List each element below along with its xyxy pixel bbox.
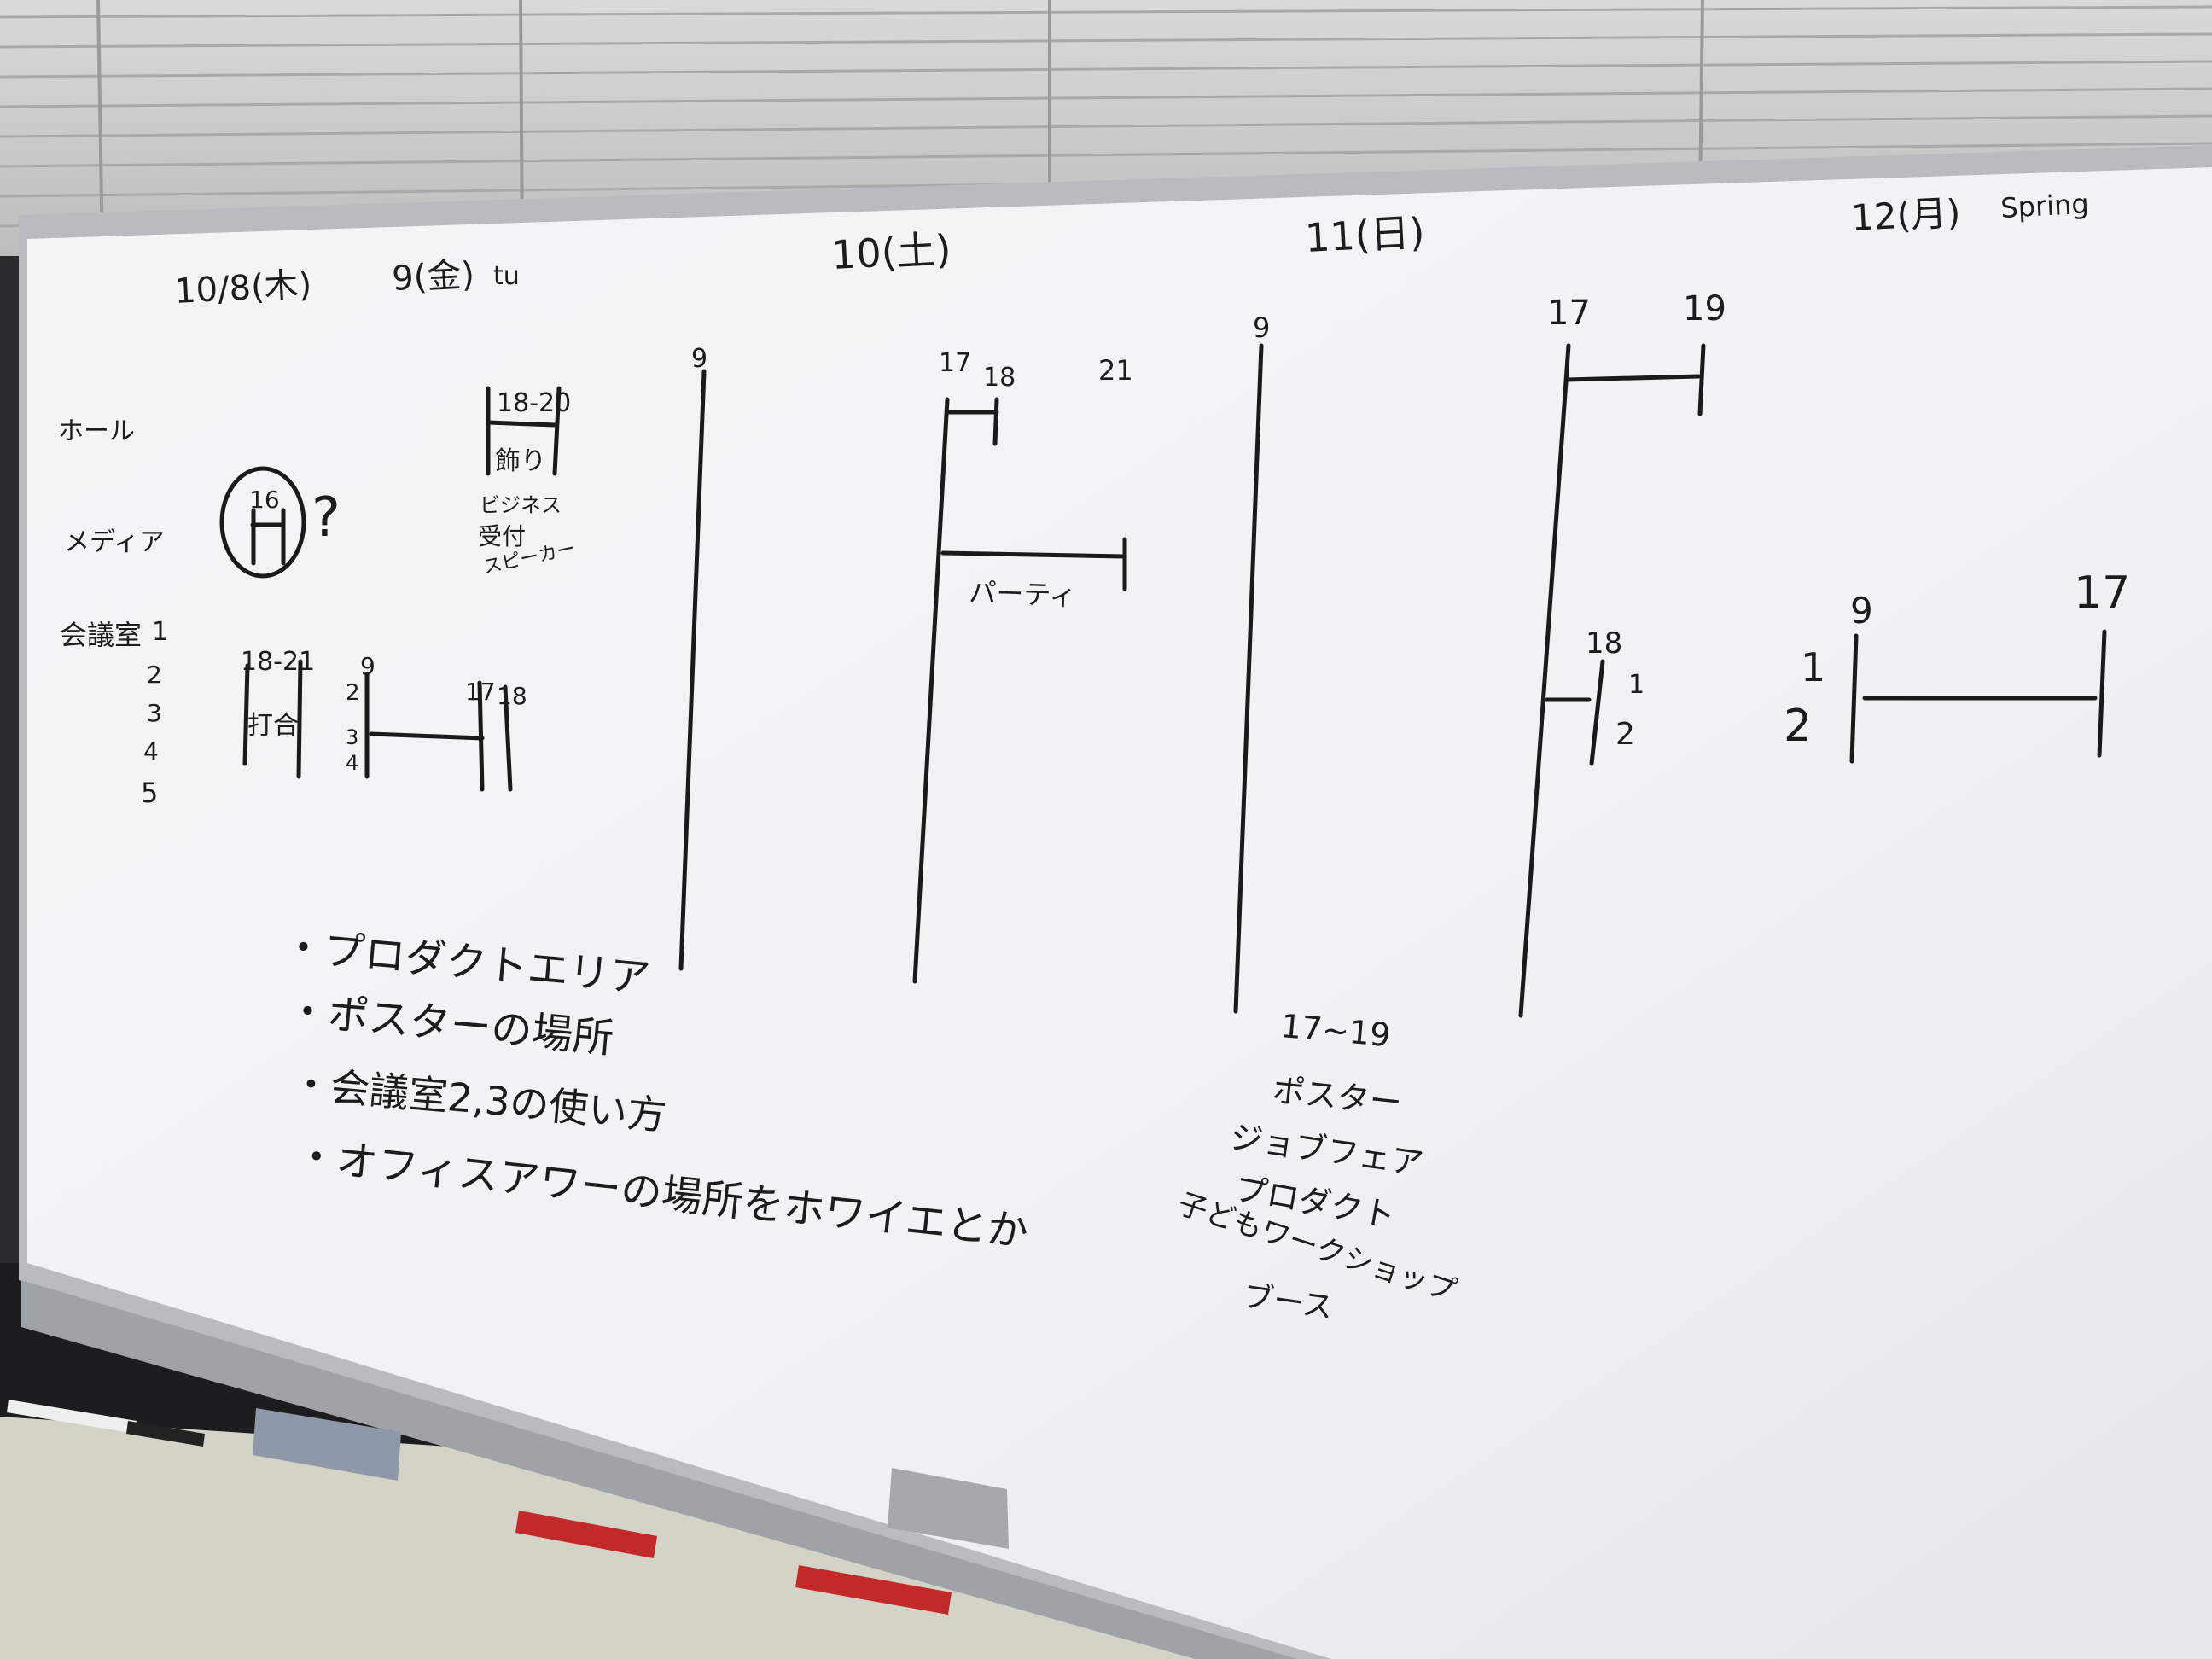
day12-hall-17: 17 [1547,294,1591,333]
room-number-5: 5 [141,777,158,809]
right-room-bar [1849,629,2107,764]
day11-start: 9 [1253,311,1270,344]
day12-hall-19: 19 [1683,289,1726,329]
day12-room-num-2: 2 [1615,717,1635,752]
right-num-1: 1 [1801,644,1825,690]
day12-room-bar [1544,659,1605,766]
day10-hour-17: 17 [939,348,971,378]
room-number-3: 3 [147,699,162,727]
whiteboard-surface [27,167,2212,1659]
day9-room-end-17: 17 [465,678,496,706]
day10-hall-bar [946,397,999,446]
right-hour-17: 17 [2074,568,2130,619]
right-num-2: 2 [1784,701,1812,752]
day9-room-bar-2 [364,672,513,792]
day9-room-label-3: 3 [346,725,358,749]
eraser [253,1408,401,1481]
day11-line-9 [1233,343,1264,1014]
room-number-1: 1 [152,617,168,647]
day-header-10: 10(土) [830,226,952,278]
row-label-rooms: 会議室 [60,619,142,651]
day8-circle-time: 16 [249,486,280,514]
day12-line-17 [1518,343,1571,1018]
board-bracket [888,1468,1009,1549]
day10-party-bar [940,537,1127,591]
day12-room-num-1: 1 [1628,670,1644,700]
day9-room-note: 打合 [247,711,299,741]
day9-room-end-18: 18 [497,682,527,710]
room-number-2: 2 [147,661,162,689]
day9-media-note-1: ビジネス [480,493,562,517]
marker-red-1 [515,1511,657,1558]
day-header-12: 12(月) [1850,191,1962,239]
day9-hall-box [486,386,562,476]
marker-black [126,1421,205,1447]
marker-red-2 [795,1565,952,1615]
day-header-12-suffix: Spring [2000,188,2089,224]
schedule-lines [219,343,2107,1018]
day9-room-bar-1 [242,659,303,779]
day9-room-label-4: 4 [346,751,358,775]
day9-room-time: 18-21 [241,647,315,677]
day10-party-label: パーティ [969,576,1077,612]
room-number-4: 4 [143,737,159,765]
day-header-9-suffix: tu [493,261,520,291]
day-header-11: 11(日) [1304,209,1426,261]
day10-line-17 [912,397,950,984]
day9-room-label-2: 2 [346,680,360,706]
tray-items [7,1400,1009,1615]
day10-line-9 [678,369,707,971]
day8-circle [219,466,306,579]
marker-tray [21,1280,1297,1659]
day9-hall-note: 飾り [495,446,546,476]
day10-hour-18: 18 [983,363,1016,393]
day9-hall-time: 18-20 [497,388,571,418]
day10-hour-9: 9 [691,344,707,374]
day10-hour-21: 21 [1098,354,1133,387]
day9-media-note-2: 受付 [478,522,526,550]
day8-circle-bar [250,508,286,566]
row-label-hall: ホール [58,416,135,446]
day12-hall-bar [1564,343,1706,416]
right-hour-9: 9 [1850,590,1873,632]
day12-room-18: 18 [1586,626,1622,661]
row-label-media: メディア [64,527,165,557]
day-header-8: 10/8(木) [173,265,312,311]
day-header-9: 9(金) [391,255,475,299]
marker-white [7,1400,137,1434]
day8-question: ? [311,486,341,550]
day9-room-label-9: 9 [360,652,375,680]
